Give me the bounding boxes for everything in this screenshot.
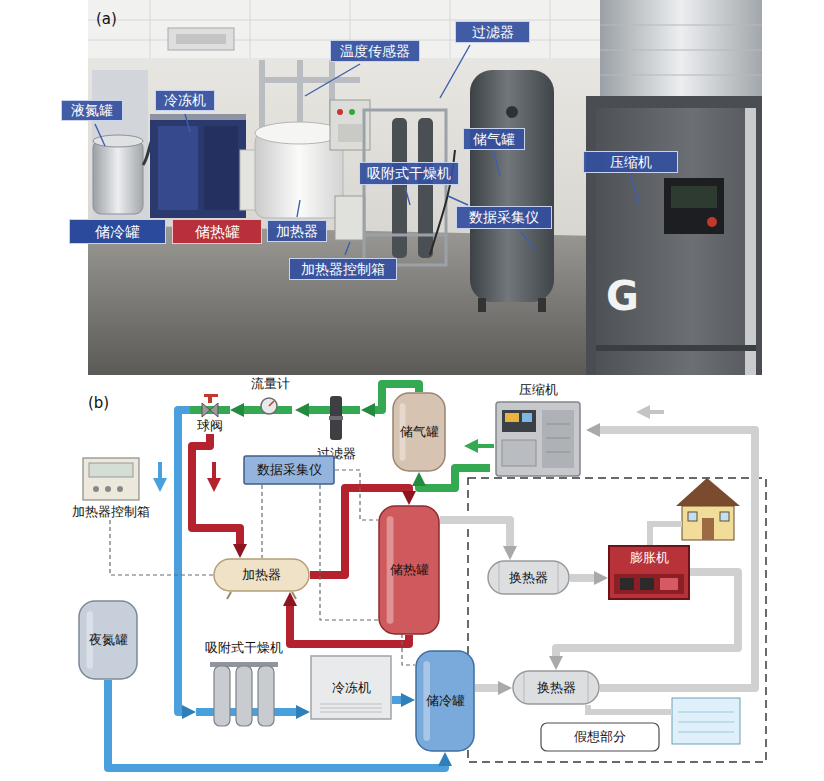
- water-tank-icon: [672, 698, 740, 744]
- node-label: 储冷罐: [95, 223, 140, 241]
- pipe-decor: [588, 705, 672, 712]
- node-label: 冷冻机: [332, 680, 371, 696]
- pipe: [600, 430, 755, 688]
- photo-callout: 加热器控制箱: [289, 258, 397, 280]
- photo-callout: 温度传感器: [330, 40, 420, 62]
- pipe: [244, 406, 246, 414]
- heater: 加热器: [213, 558, 310, 592]
- photo-callout: 加热器: [267, 220, 327, 242]
- panel-letter: (a): [96, 10, 117, 28]
- flow-arrow: [207, 462, 221, 492]
- node-label: 储热罐: [195, 223, 240, 241]
- pipe: [475, 684, 498, 692]
- house-icon: [676, 478, 740, 540]
- node-label: 夜氮罐: [89, 632, 128, 648]
- node-label: 压缩机: [519, 382, 558, 398]
- node-label: 球阀: [197, 418, 223, 434]
- node-label: 膨胀机: [630, 545, 669, 566]
- node-label: 储气罐: [400, 424, 439, 440]
- signal-line: [110, 520, 213, 575]
- node-label: 换热器: [509, 570, 548, 586]
- photo-callout: 储气罐: [463, 128, 525, 150]
- photo-callout: 过滤器: [455, 21, 530, 43]
- pipe: [108, 680, 445, 768]
- node-label: 储热罐: [390, 562, 429, 578]
- flow-arrow: [636, 405, 664, 419]
- panel-letter: (b): [88, 394, 109, 412]
- node-label: 流量计: [251, 376, 290, 392]
- pipe-decor: [650, 524, 682, 545]
- signal-line: [335, 470, 378, 520]
- pipe: [392, 696, 401, 704]
- data-logger: 数据采集仪: [243, 455, 335, 485]
- flow-arrow: [464, 439, 494, 453]
- hypothetical-box: 假想部分: [540, 722, 660, 752]
- node-label: 加热器控制箱: [301, 261, 385, 278]
- photo-callout: 储冷罐: [69, 219, 166, 244]
- adsorption-dryer: 吸附式干燥机: [196, 640, 291, 728]
- heater-controller: 加热器控制箱: [56, 458, 166, 520]
- node-label: 储冷罐: [426, 693, 465, 709]
- brand-logo: G: [606, 272, 639, 320]
- flow-arrow: [153, 462, 167, 492]
- chiller: 冷冻机: [310, 655, 392, 720]
- ball-valve: 球阀: [190, 402, 230, 434]
- node-label: 储气罐: [473, 131, 515, 148]
- node-label: 加热器: [242, 567, 281, 583]
- node-label: 过滤器: [472, 24, 514, 41]
- node-label: 加热器控制箱: [72, 504, 150, 520]
- ln2-tank: 夜氮罐: [78, 600, 138, 680]
- compressor: 压缩机: [490, 382, 586, 478]
- node-label: 换热器: [537, 680, 576, 696]
- photo-callout: 压缩机: [583, 151, 678, 173]
- flowmeter: 流量计: [246, 376, 295, 418]
- node-label: 数据采集仪: [257, 462, 322, 478]
- pipe: [309, 406, 312, 414]
- hot-tank: 储热罐: [378, 505, 440, 635]
- photo-callout: 数据采集仪: [456, 206, 552, 229]
- node-label: 数据采集仪: [469, 209, 539, 226]
- pipe: [192, 434, 240, 544]
- node-label: 冷冻机: [164, 92, 206, 109]
- heat-exchanger: 换热器: [487, 560, 570, 595]
- pipe: [556, 572, 738, 656]
- pipe: [440, 520, 510, 546]
- filter: 过滤器: [312, 396, 361, 462]
- node-label: 温度传感器: [340, 43, 410, 60]
- node-label: 假想部分: [574, 729, 626, 745]
- pipe: [570, 574, 594, 582]
- heat-exchanger: 换热器: [512, 670, 600, 705]
- node-label: 加热器: [276, 223, 318, 240]
- pipe: [291, 708, 296, 716]
- photo-callout: 冷冻机: [155, 90, 215, 111]
- signal-line: [261, 485, 262, 558]
- air-tank: 储气罐: [392, 392, 446, 472]
- photo-callout: 吸附式干燥机: [359, 162, 459, 185]
- photo-callout: 储热罐: [172, 219, 262, 244]
- node-label: 吸附式干燥机: [205, 640, 283, 656]
- node-label: 压缩机: [610, 154, 652, 171]
- node-label: 吸附式干燥机: [367, 165, 451, 182]
- cold-tank: 储冷罐: [415, 650, 475, 752]
- expander: 膨胀机: [608, 545, 690, 600]
- node-label: 液氮罐: [71, 102, 113, 119]
- photo-callout: 液氮罐: [61, 100, 123, 121]
